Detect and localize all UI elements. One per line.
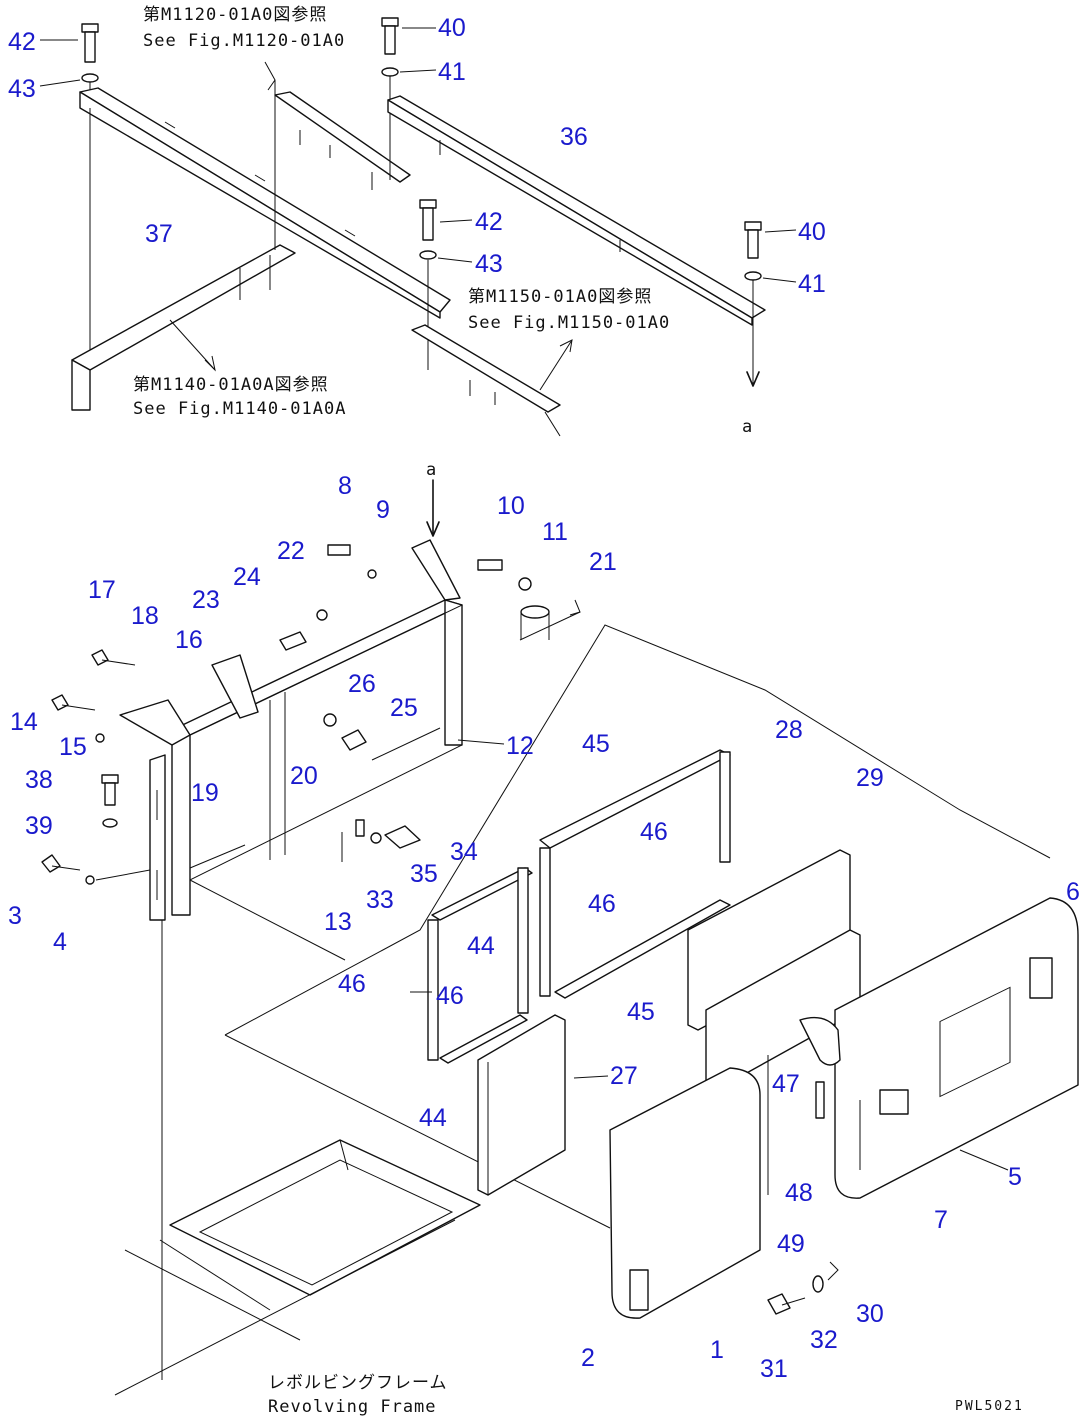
callout-6: 6 — [1066, 878, 1080, 906]
callout-11: 11 — [542, 518, 568, 546]
panel-27 — [477, 1014, 566, 1196]
callout-3: 3 — [8, 902, 22, 930]
callout-49: 49 — [777, 1230, 805, 1258]
callout-19: 19 — [191, 779, 219, 807]
callout-20: 20 — [290, 762, 318, 790]
bolt-40-right — [744, 221, 762, 387]
callout-45: 45 — [582, 730, 610, 758]
callout-9: 9 — [376, 496, 390, 524]
center-member — [264, 61, 411, 250]
callout-46: 46 — [436, 982, 464, 1010]
callout-40: 40 — [438, 14, 466, 42]
bolt-40-top — [381, 17, 399, 180]
callout-40: 40 — [798, 218, 826, 246]
callout-17: 17 — [88, 576, 116, 604]
callout-18: 18 — [131, 602, 159, 630]
callout-30: 30 — [856, 1300, 884, 1328]
callout-24: 24 — [233, 563, 261, 591]
beam-37 — [79, 87, 451, 319]
callout-43: 43 — [8, 75, 36, 103]
callout-13: 13 — [324, 908, 352, 936]
callout-5: 5 — [1008, 1163, 1022, 1191]
note-ref-m1140-jp: 第M1140-01A0A図参照 — [133, 375, 329, 395]
callout-23: 23 — [192, 586, 220, 614]
callout-44: 44 — [419, 1104, 447, 1132]
note-frame-en: Revolving Frame — [268, 1397, 437, 1417]
callout-25: 25 — [390, 694, 418, 722]
callout-44: 44 — [467, 932, 495, 960]
seal-strips — [427, 749, 731, 1064]
callout-42: 42 — [475, 208, 503, 236]
callout-8: 8 — [338, 472, 352, 500]
bolt-42-top — [81, 23, 99, 95]
note-ref-m1120-en: See Fig.M1120-01A0 — [143, 31, 345, 51]
callout-37: 37 — [145, 220, 173, 248]
callout-33: 33 — [366, 886, 394, 914]
callout-21: 21 — [589, 548, 617, 576]
callout-47: 47 — [772, 1070, 800, 1098]
note-frame-jp: レボルビングフレーム — [268, 1373, 448, 1393]
drawing-code: PWL5021 — [955, 1399, 1024, 1414]
reference-notes: 第M1120-01A0図参照 See Fig.M1120-01A0 第M1150… — [133, 5, 1024, 1417]
marker-a-mid: a — [426, 460, 437, 480]
callout-1: 1 — [710, 1336, 724, 1364]
lower-left-member — [71, 244, 296, 411]
fasteners-bottom — [767, 1261, 839, 1315]
note-ref-m1150-en: See Fig.M1150-01A0 — [468, 313, 670, 333]
callout-2: 2 — [581, 1344, 595, 1372]
callout-31: 31 — [760, 1355, 788, 1383]
stay-47 — [799, 1016, 841, 1066]
leader-lines — [39, 27, 1009, 1171]
floor-plate-outline — [189, 624, 1051, 1229]
callout-48: 48 — [785, 1179, 813, 1207]
callout-labels: 42 43 40 41 36 37 42 43 40 41 8 9 10 11 … — [8, 14, 1080, 1383]
callout-14: 14 — [10, 708, 38, 736]
callout-26: 26 — [348, 670, 376, 698]
beam-36 — [387, 95, 766, 326]
note-ref-m1150-jp: 第M1150-01A0図参照 — [468, 287, 652, 307]
callout-46: 46 — [338, 970, 366, 998]
callout-43: 43 — [475, 250, 503, 278]
callout-7: 7 — [934, 1206, 948, 1234]
callout-34: 34 — [450, 838, 478, 866]
callout-4: 4 — [53, 928, 67, 956]
callout-22: 22 — [277, 537, 305, 565]
note-ref-m1120-jp: 第M1120-01A0図参照 — [143, 5, 327, 25]
callout-46: 46 — [588, 890, 616, 918]
callout-10: 10 — [497, 492, 525, 520]
door-1 — [609, 1055, 825, 1319]
callout-41: 41 — [798, 270, 826, 298]
callout-29: 29 — [856, 764, 884, 792]
callout-41: 41 — [438, 58, 466, 86]
callout-45: 45 — [627, 998, 655, 1026]
revolving-frame — [114, 1139, 481, 1396]
fasteners-top — [279, 544, 581, 862]
callout-39: 39 — [25, 812, 53, 840]
door-5 — [834, 897, 1079, 1199]
bolt-42-center — [419, 199, 437, 370]
callout-28: 28 — [775, 716, 803, 744]
callout-27: 27 — [610, 1062, 638, 1090]
callout-32: 32 — [810, 1326, 838, 1354]
callout-42: 42 — [8, 28, 36, 56]
marker-a-top: a — [742, 417, 753, 437]
callout-12: 12 — [506, 732, 534, 760]
callout-35: 35 — [410, 860, 438, 888]
radiator-frame-12 — [119, 479, 463, 1380]
lower-center-member — [411, 324, 573, 437]
callout-16: 16 — [175, 626, 203, 654]
callout-15: 15 — [59, 733, 87, 761]
callout-36: 36 — [560, 123, 588, 151]
callout-46: 46 — [640, 818, 668, 846]
note-ref-m1140-en: See Fig.M1140-01A0A — [133, 399, 346, 419]
top-frame-assembly — [71, 17, 766, 437]
callout-38: 38 — [25, 766, 53, 794]
fasteners-left — [41, 649, 151, 885]
